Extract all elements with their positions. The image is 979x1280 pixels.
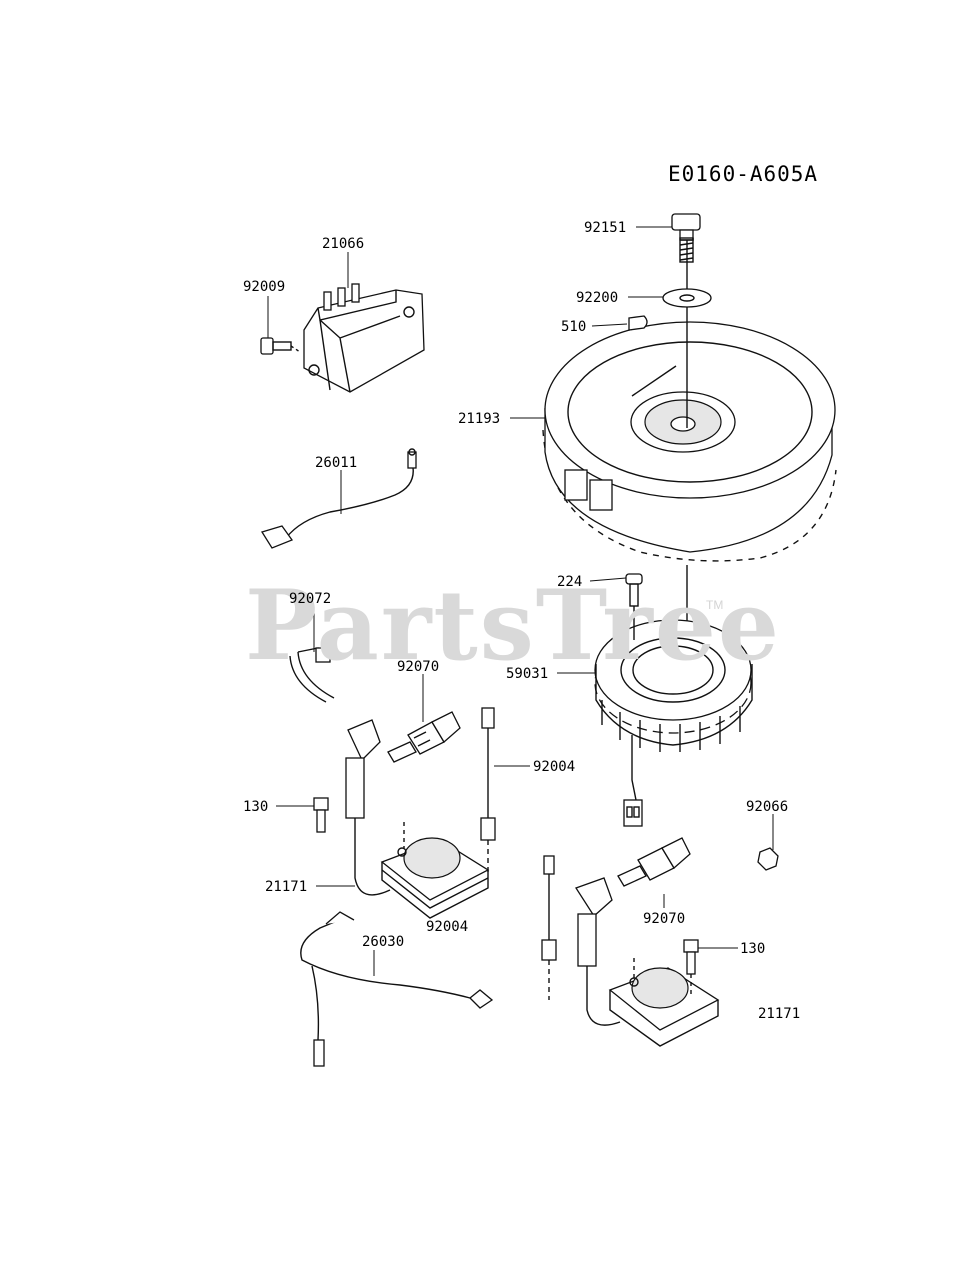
spark-plug-92070-upper-drawing: [387, 711, 461, 763]
part-label-92070-lower[interactable]: 92070: [643, 911, 686, 927]
diagram-id: E0160-A605A: [668, 162, 819, 186]
regulator-drawing: [303, 283, 425, 393]
part-label-26011[interactable]: 26011: [315, 455, 358, 471]
part-label-21066[interactable]: 21066: [322, 236, 365, 252]
lead-wire-26030-drawing: [300, 911, 494, 1067]
nut-92066-drawing: [757, 847, 779, 871]
lead-wire-26011-drawing: [260, 448, 417, 549]
part-label-59031[interactable]: 59031: [506, 666, 549, 682]
part-label-92004-upper[interactable]: 92004: [533, 759, 576, 775]
watermark-trademark: TM: [706, 598, 724, 612]
ignition-coil-21171-right-drawing: [575, 877, 720, 1047]
key-510-drawing: [628, 315, 648, 331]
screw-224-drawing: [625, 573, 643, 640]
part-label-224[interactable]: 224: [557, 574, 583, 590]
part-label-92004-lower[interactable]: 92004: [426, 919, 469, 935]
part-label-21171-left[interactable]: 21171: [265, 879, 308, 895]
part-label-510[interactable]: 510: [561, 319, 587, 335]
part-label-130-right[interactable]: 130: [740, 941, 766, 957]
part-label-21193[interactable]: 21193: [458, 411, 501, 427]
part-label-92072[interactable]: 92072: [289, 591, 332, 607]
part-label-26030[interactable]: 26030: [362, 934, 405, 950]
part-label-92200[interactable]: 92200: [576, 290, 619, 306]
part-label-21171-right[interactable]: 21171: [758, 1006, 801, 1022]
part-label-130-left[interactable]: 130: [243, 799, 269, 815]
stud-92004-lower-drawing: [541, 855, 557, 1000]
flywheel-drawing: [542, 321, 837, 562]
bolt-130-left-drawing: [313, 797, 329, 833]
part-label-92009[interactable]: 92009: [243, 279, 286, 295]
washer-92200-drawing: [662, 288, 712, 308]
stator-drawing: [594, 619, 753, 827]
leader-lines: [267, 226, 774, 976]
watermark-text: PartsTree: [245, 569, 781, 682]
bolt-130-right-drawing: [683, 939, 699, 994]
ignition-coil-21171-left-drawing: [345, 719, 490, 919]
part-label-92151[interactable]: 92151: [584, 220, 627, 236]
part-label-92066[interactable]: 92066: [746, 799, 789, 815]
spark-plug-92070-lower-drawing: [617, 837, 691, 887]
bolt-92151-drawing: [671, 213, 701, 263]
screw-92009-drawing: [260, 337, 301, 355]
band-92072-drawing: [289, 647, 335, 703]
part-label-92070-upper[interactable]: 92070: [397, 659, 440, 675]
stud-92004-upper-drawing: [480, 707, 496, 872]
